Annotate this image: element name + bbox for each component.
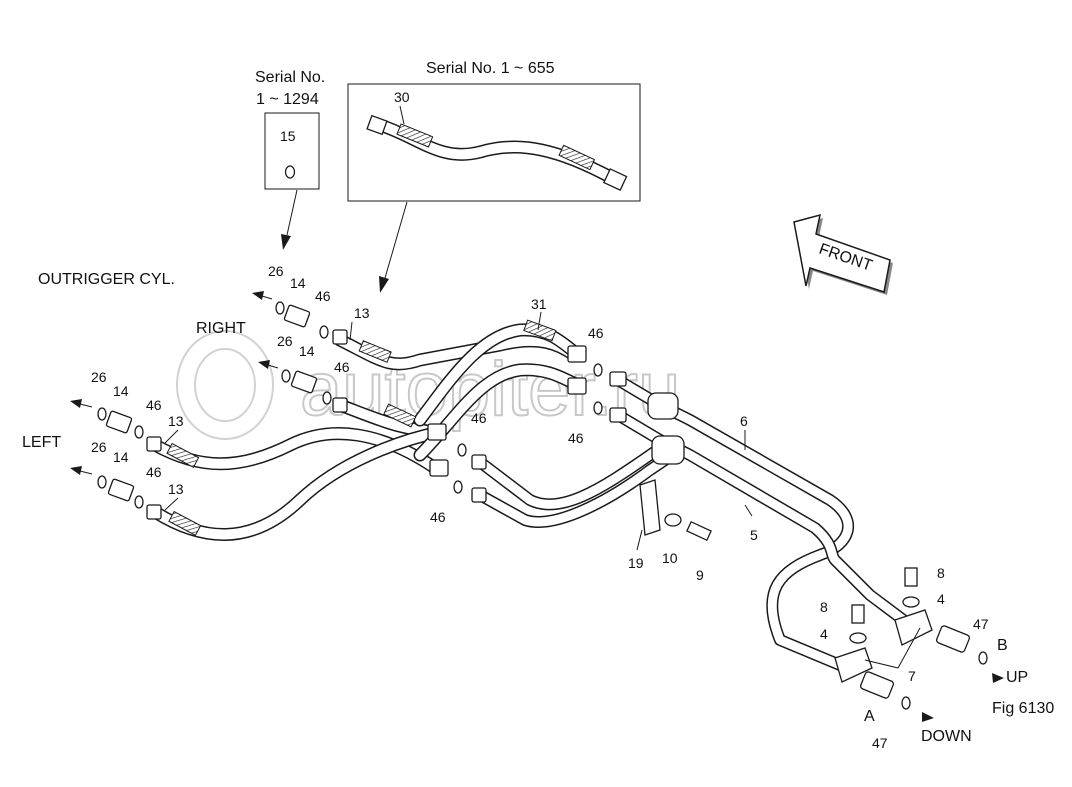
callout-46: 46	[334, 359, 350, 375]
bolt-9	[686, 520, 712, 542]
inset-large-frame	[347, 83, 641, 202]
tee-fitting	[647, 392, 679, 420]
up-caption: UP	[1006, 669, 1028, 686]
watermark: autopiter.ru	[176, 330, 681, 440]
arrow-left-icon	[70, 466, 82, 475]
bolt-8	[904, 567, 918, 587]
callout-10: 10	[662, 550, 678, 566]
bracket-7	[834, 647, 873, 683]
washer-4	[849, 632, 867, 644]
arrow-left-icon	[252, 291, 264, 300]
callout-13: 13	[354, 305, 370, 321]
port-a-label: A	[864, 708, 875, 725]
callout-46: 46	[568, 430, 584, 446]
inset-small-title-line2: 1 ~ 1294	[256, 91, 319, 108]
left-caption: LEFT	[22, 434, 61, 451]
port-arrows	[70, 291, 1004, 722]
callout-26: 26	[91, 369, 107, 385]
callout-46: 46	[430, 509, 446, 525]
callout-26: 26	[268, 263, 284, 279]
callout-46: 46	[315, 288, 331, 304]
o-ring-icon	[284, 165, 296, 179]
washer-4	[902, 596, 920, 608]
callout-8: 8	[937, 565, 945, 581]
right-caption: RIGHT	[196, 320, 246, 337]
callout-6: 6	[740, 413, 748, 429]
callout-47: 47	[872, 735, 888, 751]
callout-9: 9	[696, 567, 704, 583]
callout-19: 19	[628, 555, 644, 571]
port-b-label: B	[997, 637, 1008, 654]
callout-13: 13	[168, 413, 184, 429]
callout-46: 46	[588, 325, 604, 341]
bracket-7	[894, 609, 933, 646]
callout-14: 14	[299, 343, 315, 359]
callout-47: 47	[973, 616, 989, 632]
rigid-pipes	[474, 374, 916, 671]
fittings	[105, 304, 971, 699]
callouts: 26 14 46 13 31 46 26 14 46 26 14 46 13 4…	[91, 263, 989, 751]
inset-small-title-line1: Serial No.	[255, 69, 325, 86]
arrow-right-icon	[992, 673, 1004, 683]
fig-label: Fig 6130	[992, 700, 1054, 717]
inset-large-part: 30	[394, 89, 410, 105]
callout-8: 8	[820, 599, 828, 615]
callout-7: 7	[908, 668, 916, 684]
washer-10	[664, 513, 682, 527]
arrow-down-icon	[281, 234, 291, 250]
callout-4: 4	[937, 591, 945, 607]
front-direction-arrow: FRONT	[793, 213, 893, 295]
inset-small-part: 15	[280, 128, 296, 144]
callout-14: 14	[290, 275, 306, 291]
inset-serial-small: Serial No. 1 ~ 1294 15	[255, 69, 325, 250]
arrow-left-icon	[70, 399, 82, 408]
inset-small-frame	[264, 112, 320, 190]
leader-lines	[164, 311, 921, 669]
callout-26: 26	[91, 439, 107, 455]
o-rings	[97, 301, 988, 710]
callout-5: 5	[750, 527, 758, 543]
tee-fitting	[651, 435, 685, 465]
arrow-right-icon	[922, 712, 934, 722]
outrigger-caption: OUTRIGGER CYL.	[38, 271, 175, 288]
down-caption: DOWN	[921, 728, 972, 745]
arrow-down-icon	[379, 276, 389, 293]
bolt-8	[851, 604, 865, 624]
callout-4: 4	[820, 626, 828, 642]
hardware	[639, 479, 933, 683]
callout-46: 46	[146, 464, 162, 480]
arrow-left-icon	[258, 360, 270, 369]
inset-large-title: Serial No. 1 ~ 655	[426, 60, 555, 77]
clamp-19	[639, 479, 661, 536]
callout-14: 14	[113, 449, 129, 465]
callout-26: 26	[277, 333, 293, 349]
callout-14: 14	[113, 383, 129, 399]
callout-46: 46	[146, 397, 162, 413]
callout-31: 31	[531, 296, 547, 312]
inset-serial-large: Serial No. 1 ~ 655 30	[347, 60, 641, 293]
callout-13: 13	[168, 481, 184, 497]
callout-46: 46	[471, 410, 487, 426]
